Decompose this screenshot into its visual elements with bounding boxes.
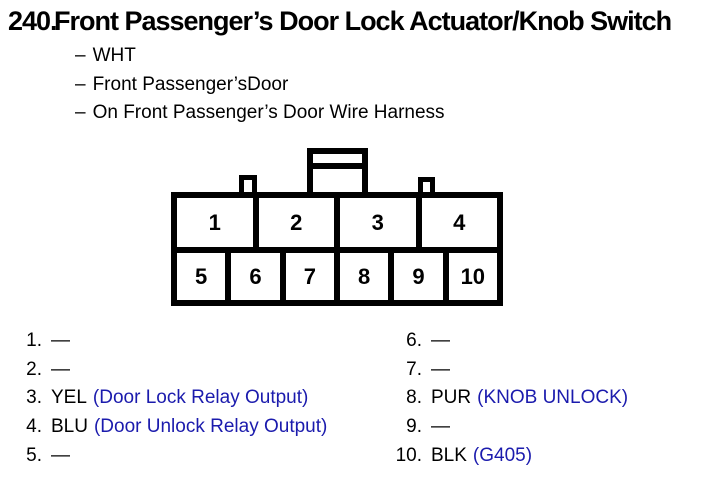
pin-row-10: 10. BLK (G405): [386, 441, 628, 470]
connector-cavity-5: 5: [177, 253, 232, 300]
page-title: Front Passenger’s Door Lock Actuator/Kno…: [54, 6, 672, 36]
pin-number: 10.: [395, 444, 422, 466]
pin-wire-color: —: [431, 358, 450, 380]
connector-details: – WHT – Front Passenger’sDoor – On Front…: [75, 42, 445, 128]
pin-number: 7.: [406, 358, 422, 380]
detail-text-location: Front Passenger’sDoor: [92, 73, 289, 95]
connector-diagram: 1 2 3 4 5 6 7 8 9 10: [171, 148, 503, 308]
pin-wire-color: BLK: [431, 444, 467, 466]
page-title-row: 240. Front Passenger’s Door Lock Actuato…: [8, 5, 672, 37]
pin-wire-color: BLU: [51, 416, 88, 438]
pin-row-2: 2. —: [18, 356, 327, 385]
pin-row-6: 6. —: [386, 327, 628, 356]
pin-row-9: 9. —: [386, 413, 628, 442]
detail-line-color: – WHT: [75, 42, 445, 71]
pin-number: 2.: [26, 358, 42, 380]
pin-list-column-left: 1. — 2. — 3. YEL (Door Lock Relay Output…: [18, 327, 327, 470]
pin-row-8: 8. PUR (KNOB UNLOCK): [386, 384, 628, 413]
pin-description-link[interactable]: (KNOB UNLOCK): [477, 387, 629, 409]
connector-cavity-7: 7: [285, 253, 340, 300]
pin-number: 6.: [406, 330, 422, 352]
pin-number: 9.: [406, 416, 422, 438]
pin-row-3: 3. YEL (Door Lock Relay Output): [18, 384, 327, 413]
item-number: 240.: [8, 6, 58, 36]
pin-wire-color: YEL: [51, 387, 87, 409]
detail-line-harness: – On Front Passenger’s Door Wire Harness: [75, 99, 445, 128]
pin-list-column-right: 6. — 7. — 8. PUR (KNOB UNLOCK) 9. — 10.: [386, 327, 629, 470]
dash-bullet: –: [75, 102, 86, 124]
pin-number: 5.: [26, 444, 42, 466]
pin-row-5: 5. —: [18, 441, 327, 470]
pin-description-link[interactable]: (Door Lock Relay Output): [92, 387, 309, 409]
dash-bullet: –: [75, 73, 86, 95]
pin-number: 3.: [26, 387, 42, 409]
connector-cavity-6: 6: [231, 253, 286, 300]
connector-cavity-3: 3: [340, 198, 422, 247]
connector-lock-tab-band: [313, 154, 362, 169]
pin-row-7: 7. —: [386, 356, 628, 385]
connector-cavity-2: 2: [258, 198, 340, 247]
connector-lock-tab-center: [307, 148, 368, 198]
connector-row-bottom: 5 6 7 8 9 10: [177, 253, 497, 300]
pin-number: 1.: [26, 330, 42, 352]
detail-line-location: – Front Passenger’sDoor: [75, 71, 445, 100]
connector-cavity-4: 4: [421, 198, 497, 247]
connector-cavity-1: 1: [177, 198, 259, 247]
pin-number: 4.: [26, 416, 42, 438]
connector-cavity-10: 10: [448, 253, 497, 300]
connector-body: 1 2 3 4 5 6 7 8 9 10: [171, 192, 503, 306]
pin-description-link[interactable]: (G405): [472, 444, 533, 466]
pin-wire-color: PUR: [431, 387, 472, 409]
pin-wire-color: —: [51, 330, 70, 352]
detail-text-harness: On Front Passenger’s Door Wire Harness: [92, 102, 445, 124]
pin-wire-color: —: [51, 358, 70, 380]
pin-row-4: 4. BLU (Door Unlock Relay Output): [18, 413, 327, 442]
pin-row-1: 1. —: [18, 327, 327, 356]
pin-wire-color: —: [431, 416, 450, 438]
connector-row-top: 1 2 3 4: [177, 198, 497, 253]
pin-wire-color: —: [431, 330, 450, 352]
dash-bullet: –: [75, 45, 86, 67]
pin-description-link[interactable]: (Door Unlock Relay Output): [93, 416, 328, 438]
connector-cavity-9: 9: [394, 253, 449, 300]
detail-text-color: WHT: [92, 45, 136, 67]
pin-number: 8.: [406, 387, 422, 409]
connector-cavity-8: 8: [339, 253, 395, 300]
pin-wire-color: —: [51, 444, 70, 466]
